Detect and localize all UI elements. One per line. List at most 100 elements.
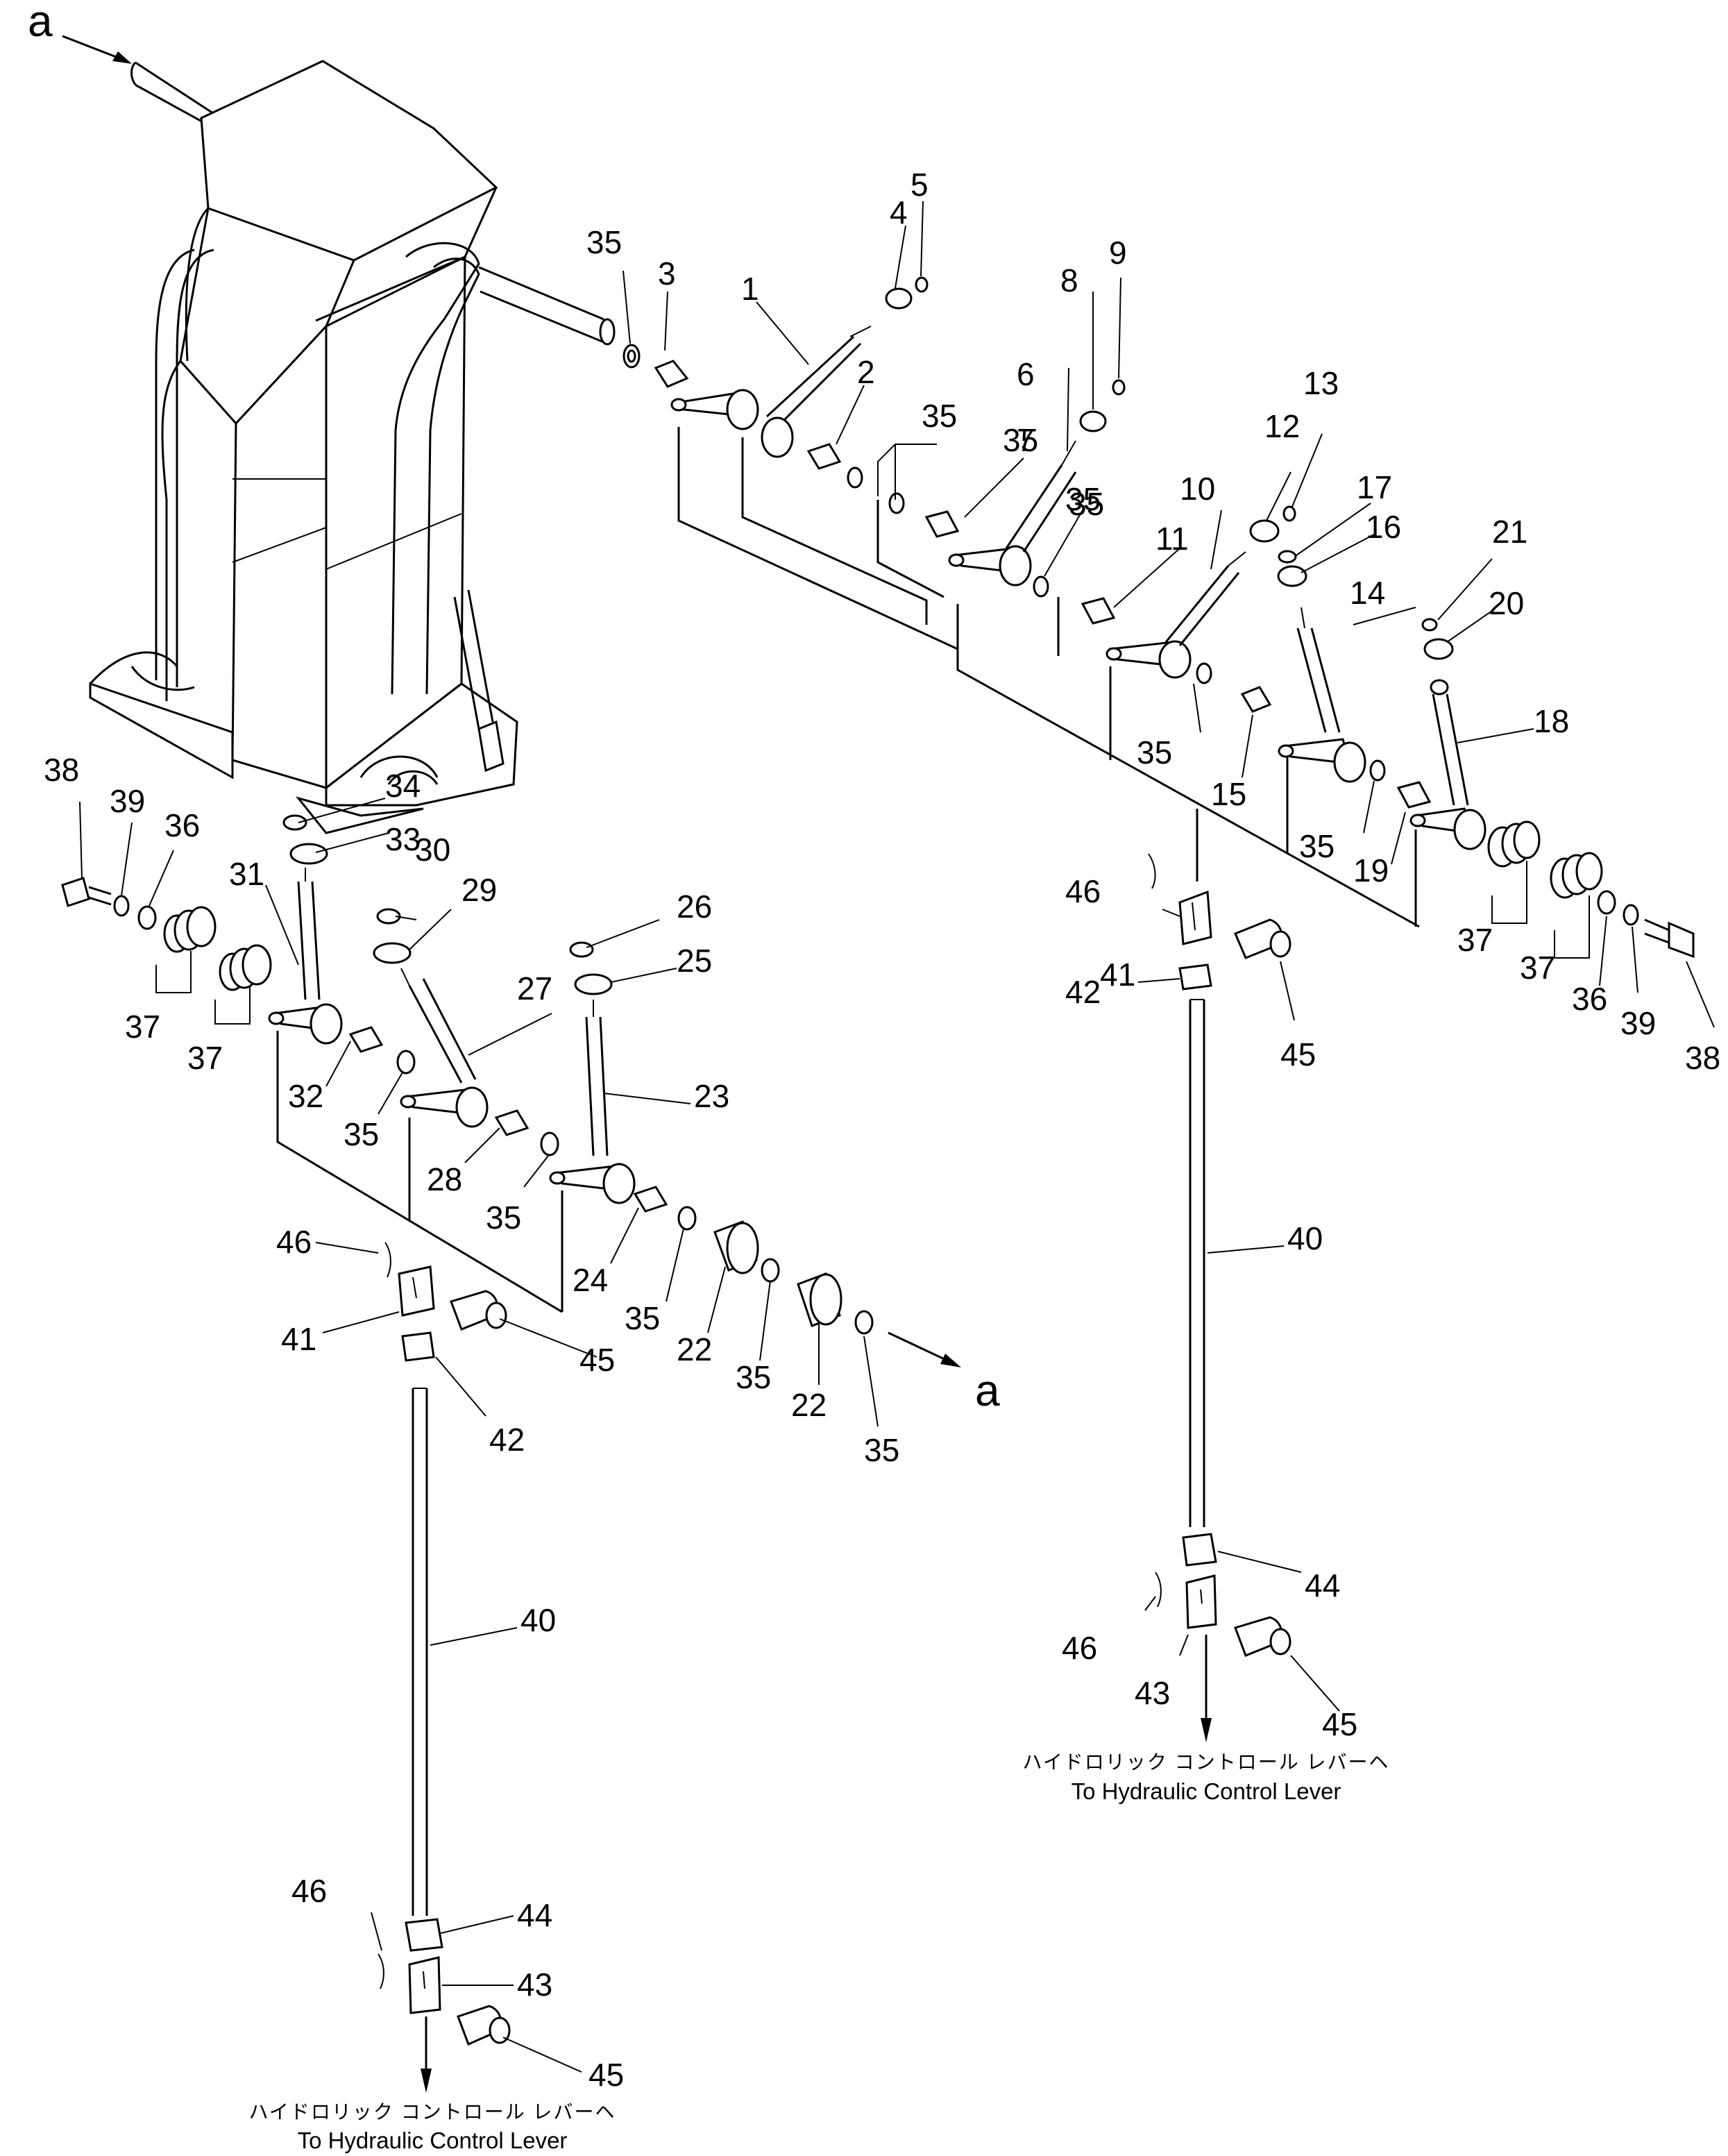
label-28: 28: [427, 1161, 462, 1197]
label-12: 12: [1264, 408, 1300, 444]
lever-18: [1409, 679, 1486, 850]
label-38b: 38: [1685, 1040, 1720, 1076]
lever-27: [400, 968, 489, 1128]
label-26: 26: [677, 888, 712, 925]
label-17: 17: [1357, 469, 1392, 505]
leader-lines: [79, 201, 1715, 2073]
label-16: 16: [1366, 509, 1401, 545]
label-45b: 45: [579, 1342, 615, 1378]
spring-37-right-b: [1550, 852, 1603, 899]
label-44a: 44: [1305, 1567, 1340, 1603]
label-45a: 45: [1280, 1036, 1316, 1072]
label-24: 24: [573, 1262, 608, 1298]
label-7: 7: [1017, 422, 1035, 458]
label-33: 33: [385, 821, 421, 857]
label-37b: 37: [187, 1040, 223, 1076]
caption-right-jp: ハイドロリック コントロール レバーヘ: [1022, 1751, 1389, 1773]
label-43a: 43: [1135, 1675, 1170, 1711]
label-11: 11: [1155, 521, 1189, 557]
left-rod-assembly: [378, 1242, 511, 2093]
label-35l: 35: [1069, 486, 1104, 522]
caption-left: ハイドロリック コントロール レバーヘ To Hydraulic Control…: [248, 2101, 616, 2153]
lever-1: [670, 326, 872, 458]
label-35j: 35: [864, 1432, 899, 1468]
label-37c: 37: [1457, 922, 1493, 958]
label-30: 30: [415, 832, 450, 868]
label-39b: 39: [1620, 1005, 1656, 1041]
label-22a: 22: [677, 1331, 712, 1367]
label-41a: 41: [1100, 957, 1135, 993]
label-5: 5: [910, 167, 929, 203]
label-25: 25: [677, 943, 712, 979]
lever-6: [948, 440, 1077, 587]
label-38a: 38: [44, 752, 79, 788]
label-35f: 35: [344, 1116, 379, 1152]
right-rod-assembly: [1148, 853, 1291, 1742]
label-22b: 22: [791, 1387, 827, 1423]
label-6: 6: [1017, 356, 1035, 392]
label-37a: 37: [125, 1009, 160, 1045]
label-45c: 45: [1322, 1706, 1357, 1742]
spring-37-right-a: [1487, 820, 1541, 868]
caption-right-en: To Hydraulic Control Lever: [1071, 1778, 1341, 1804]
label-19: 19: [1353, 852, 1389, 888]
label-42a: 42: [1065, 974, 1101, 1010]
lever-31: [268, 868, 343, 1045]
label-15: 15: [1211, 776, 1246, 812]
label-21: 21: [1492, 514, 1527, 550]
label-40a: 40: [1287, 1220, 1323, 1256]
label-3: 3: [658, 255, 676, 292]
label-35b: 35: [922, 398, 957, 434]
label-42b: 42: [489, 1422, 525, 1458]
label-40b: 40: [520, 1602, 556, 1638]
label-18: 18: [1534, 703, 1569, 739]
caption-left-en: To Hydraulic Control Lever: [298, 2128, 568, 2153]
label-13: 13: [1303, 365, 1339, 401]
label-41b: 41: [281, 1321, 316, 1357]
label-23: 23: [694, 1078, 729, 1114]
label-44b: 44: [517, 1897, 552, 1933]
label-35d: 35: [1137, 734, 1172, 770]
label-46b: 46: [276, 1224, 312, 1260]
label-46c: 46: [1062, 1630, 1097, 1666]
lever-23: [549, 1000, 636, 1204]
label-29: 29: [461, 872, 497, 908]
caption-left-jp: ハイドロリック コントロール レバーヘ: [248, 2101, 616, 2123]
label-4: 4: [890, 194, 908, 230]
bolt-38-left: [61, 877, 112, 907]
label-2: 2: [857, 354, 875, 390]
label-31: 31: [229, 856, 264, 892]
label-36b: 36: [1572, 981, 1607, 1017]
label-39a: 39: [110, 783, 145, 819]
label-9: 9: [1109, 235, 1127, 271]
part-number-labels: 1 2 3 4 5 6 7 8 9 10 11 12 13 14 15 16 1…: [44, 167, 1720, 2093]
label-35k: 35: [1003, 422, 1038, 458]
bushing-22-b: [797, 1272, 842, 1327]
label-32: 32: [288, 1078, 323, 1114]
label-8: 8: [1060, 262, 1078, 298]
label-20: 20: [1489, 585, 1524, 621]
label-45d: 45: [588, 2057, 624, 2093]
label-46d: 46: [291, 1873, 327, 1909]
lower-shaft-assembly: a: [61, 814, 1000, 1415]
label-35i: 35: [736, 1359, 771, 1395]
label-27: 27: [517, 970, 552, 1007]
lever-10: [1106, 551, 1246, 679]
label-14: 14: [1350, 575, 1385, 611]
bolt-38-right: [1644, 918, 1695, 959]
label-35h: 35: [625, 1300, 660, 1336]
label-10: 10: [1180, 471, 1215, 507]
label-35a: 35: [586, 224, 622, 260]
label-34: 34: [385, 768, 421, 804]
lever-14: [1278, 607, 1366, 783]
label-35e: 35: [1299, 828, 1335, 864]
caption-right: ハイドロリック コントロール レバーヘ To Hydraulic Control…: [1022, 1751, 1389, 1804]
label-35g: 35: [486, 1199, 521, 1236]
label-43b: 43: [517, 1966, 552, 2003]
label-1: 1: [741, 271, 759, 307]
label-46a: 46: [1065, 873, 1101, 909]
label-35c: 35: [1065, 481, 1101, 517]
label-37d: 37: [1520, 950, 1555, 986]
spring-37-left-b: [219, 944, 272, 991]
